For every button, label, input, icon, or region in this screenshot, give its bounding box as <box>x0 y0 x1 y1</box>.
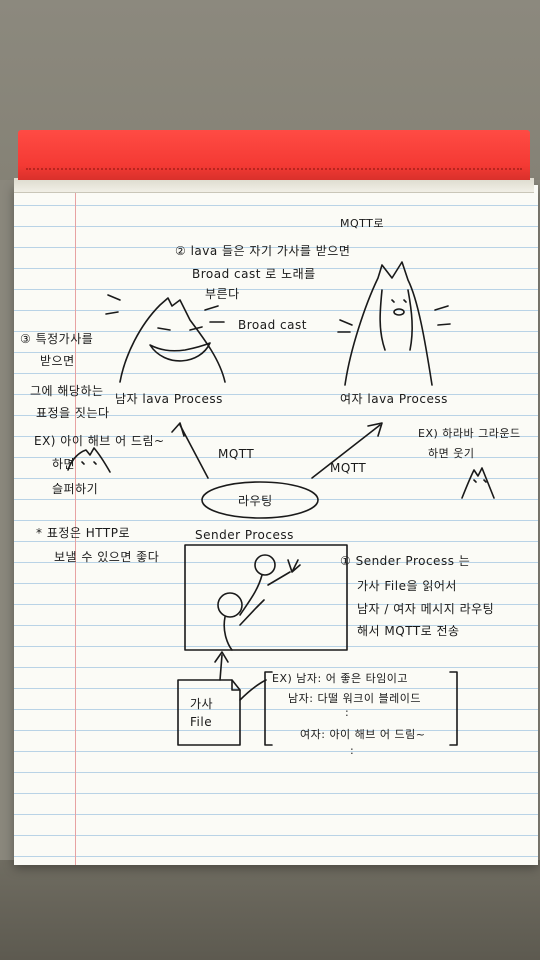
sender-process-box <box>184 544 348 651</box>
note-3-ex-3: 슬퍼하기 <box>52 482 99 496</box>
note-3-line-1: ③ 특정가사를 <box>20 332 94 346</box>
notepad-page <box>14 185 538 865</box>
ex-right-line-2: 하면 웃기 <box>428 447 475 460</box>
lyrics-line-1: EX) 남자: 어 좋은 타임이고 <box>272 672 409 685</box>
file-label-line-1: 가사 <box>190 697 214 711</box>
lyrics-line-2: 남자: 다떨 워크이 블레이드 <box>288 692 422 705</box>
male-lava-drawing <box>105 294 226 383</box>
note-1-line-2: 가사 File을 읽어서 <box>357 579 457 593</box>
star-note-line-2: 보낼 수 있으면 좋다 <box>54 550 160 564</box>
notepad-red-binding <box>18 130 530 180</box>
lyrics-file-icon <box>177 679 241 746</box>
note-3-line-3: 그에 해당하는 <box>30 384 104 398</box>
note-3-ex-2: 하면 <box>52 457 76 471</box>
male-process-label: 남자 lava Process <box>115 392 223 406</box>
note-2-line-2: Broad cast 로 노래를 <box>192 267 316 281</box>
lyrics-line-3: 여자: 아이 해브 어 드림~ <box>300 728 426 741</box>
ex-right-line-1: EX) 하라바 그라운드 <box>418 427 521 440</box>
female-process-label: 여자 lava Process <box>340 392 448 406</box>
lyrics-dots-2: : <box>350 744 355 757</box>
routing-oval <box>201 481 319 519</box>
mqtt-label-right: MQTT <box>330 461 367 475</box>
file-label-line-2: File <box>190 715 213 729</box>
arrow-to-male <box>179 424 209 479</box>
notepad-binding-edge <box>14 178 534 193</box>
note-3-ex-1: EX) 아이 해브 어 드림~ <box>34 434 165 448</box>
note-1-line-3: 남자 / 여자 메시지 라우팅 <box>357 602 495 616</box>
routing-label: 라우팅 <box>238 494 273 508</box>
note-1-line-1: ① Sender Process 는 <box>340 554 471 568</box>
arrow-to-female <box>311 424 381 479</box>
sender-process-label: Sender Process <box>195 528 294 542</box>
note-2-line-3: 부른다 <box>205 287 240 301</box>
note-1-line-4: 해서 MQTT로 전송 <box>357 624 460 638</box>
note-3-line-2: 받으면 <box>40 354 75 368</box>
female-lava-drawing <box>337 261 451 386</box>
mqtt-label-left: MQTT <box>218 447 255 461</box>
lyrics-dots-1: : <box>345 706 350 719</box>
binding-stitch <box>26 168 522 170</box>
desk-background-bottom <box>0 860 540 960</box>
note-mqtt: MQTT로 <box>340 217 385 230</box>
note-3-line-4: 표정을 짓는다 <box>36 406 110 420</box>
broadcast-label: Broad cast <box>238 318 307 332</box>
note-2-line-1: ② lava 들은 자기 가사를 받으면 <box>175 244 351 258</box>
star-note-line-1: * 표정은 HTTP로 <box>36 526 130 540</box>
